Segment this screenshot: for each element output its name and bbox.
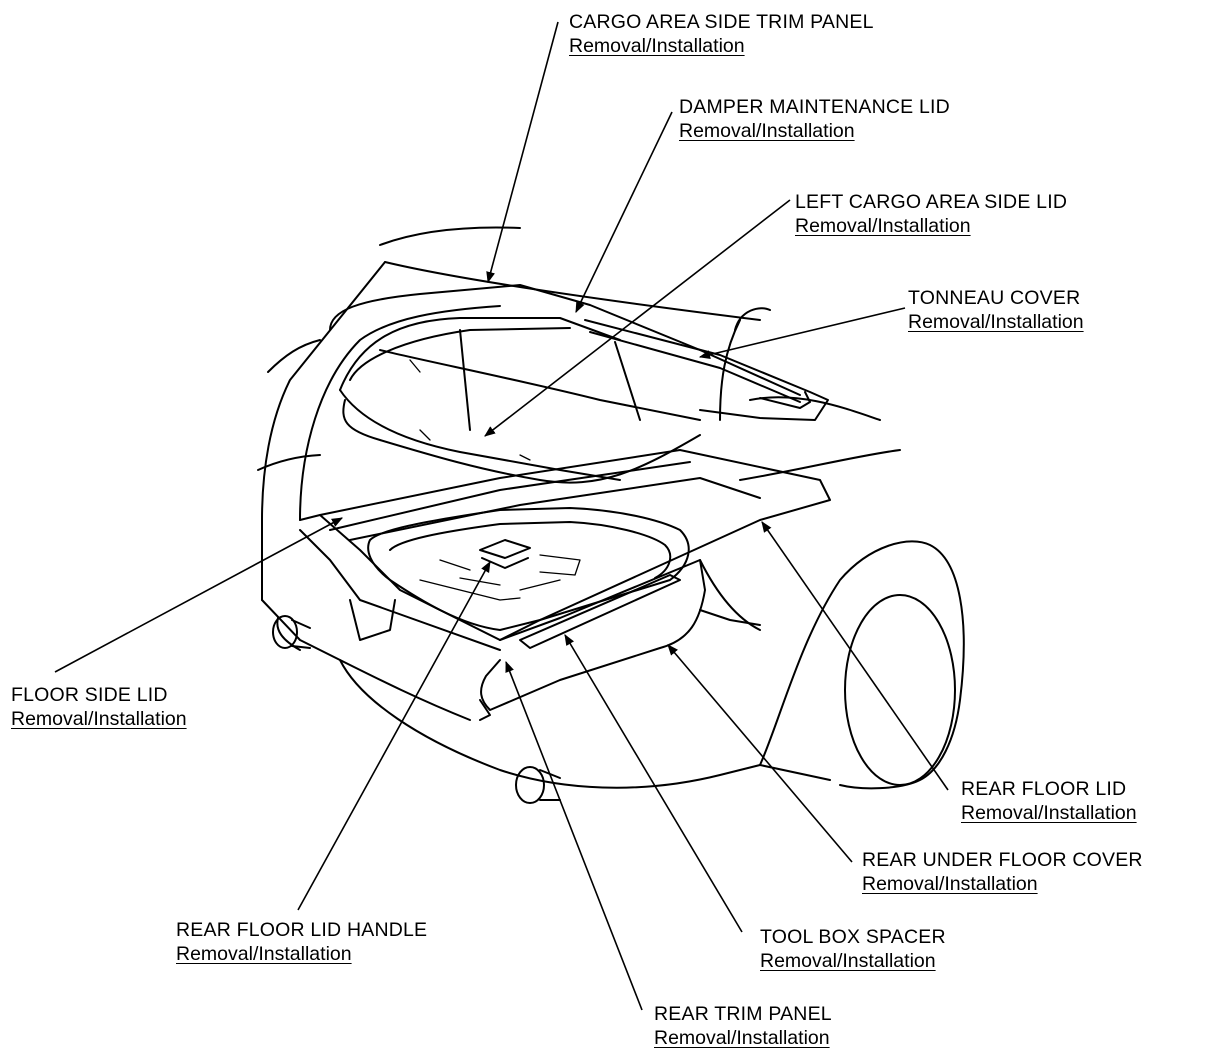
removal-installation-link[interactable]: Removal/Installation bbox=[961, 802, 1137, 824]
leader-rear-floor-lid-handle bbox=[297, 561, 491, 911]
leader-rear-trim-panel bbox=[505, 660, 643, 1011]
removal-installation-link[interactable]: Removal/Installation bbox=[908, 311, 1084, 333]
removal-installation-link[interactable]: Removal/Installation bbox=[679, 120, 855, 142]
callout-title: REAR TRIM PANEL bbox=[654, 1003, 832, 1025]
removal-installation-link[interactable]: Removal/Installation bbox=[862, 873, 1038, 895]
removal-installation-link[interactable]: Removal/Installation bbox=[760, 950, 936, 972]
removal-installation-link[interactable]: Removal/Installation bbox=[569, 35, 745, 57]
callout-rear-under-floor-cover: REAR UNDER FLOOR COVER Removal/Installat… bbox=[862, 848, 1143, 896]
leader-lines bbox=[54, 21, 949, 1011]
callout-title: REAR FLOOR LID HANDLE bbox=[176, 919, 428, 941]
leader-floor-side-lid bbox=[54, 517, 343, 673]
leader-rear-floor-lid bbox=[761, 521, 949, 791]
callout-floor-side-lid: FLOOR SIDE LID Removal/Installation bbox=[11, 683, 187, 731]
leader-cargo-area-side-trim-panel bbox=[486, 21, 559, 284]
callout-title: TOOL BOX SPACER bbox=[760, 926, 946, 948]
removal-installation-link[interactable]: Removal/Installation bbox=[795, 215, 971, 237]
callout-title: REAR UNDER FLOOR COVER bbox=[862, 849, 1143, 871]
callout-tool-box-spacer: TOOL BOX SPACER Removal/Installation bbox=[760, 925, 946, 973]
leader-tool-box-spacer bbox=[564, 634, 743, 933]
callout-tonneau-cover: TONNEAU COVER Removal/Installation bbox=[908, 286, 1084, 334]
callout-left-cargo-area-side-lid: LEFT CARGO AREA SIDE LID Removal/Install… bbox=[795, 190, 1067, 238]
callout-title: CARGO AREA SIDE TRIM PANEL bbox=[569, 11, 874, 33]
leader-left-cargo-area-side-lid bbox=[484, 199, 791, 437]
callout-cargo-area-side-trim-panel: CARGO AREA SIDE TRIM PANEL Removal/Insta… bbox=[569, 10, 874, 58]
vehicle-rear-illustration bbox=[257, 226, 965, 804]
callout-rear-trim-panel: REAR TRIM PANEL Removal/Installation bbox=[654, 1002, 832, 1050]
removal-installation-link[interactable]: Removal/Installation bbox=[654, 1027, 830, 1049]
callout-title: LEFT CARGO AREA SIDE LID bbox=[795, 191, 1068, 213]
callout-title: DAMPER MAINTENANCE LID bbox=[679, 96, 950, 118]
removal-installation-link[interactable]: Removal/Installation bbox=[176, 943, 352, 965]
leader-damper-maintenance-lid bbox=[575, 111, 673, 314]
callout-title: REAR FLOOR LID bbox=[961, 778, 1127, 800]
callout-title: TONNEAU COVER bbox=[908, 287, 1081, 309]
removal-installation-link[interactable]: Removal/Installation bbox=[11, 708, 187, 730]
leader-tonneau-cover bbox=[698, 307, 906, 360]
callout-rear-floor-lid: REAR FLOOR LID Removal/Installation bbox=[961, 777, 1137, 825]
callout-damper-maintenance-lid: DAMPER MAINTENANCE LID Removal/Installat… bbox=[679, 95, 950, 143]
callout-title: FLOOR SIDE LID bbox=[11, 684, 168, 706]
callout-rear-floor-lid-handle: REAR FLOOR LID HANDLE Removal/Installati… bbox=[176, 918, 427, 966]
leader-rear-under-floor-cover bbox=[667, 644, 853, 863]
